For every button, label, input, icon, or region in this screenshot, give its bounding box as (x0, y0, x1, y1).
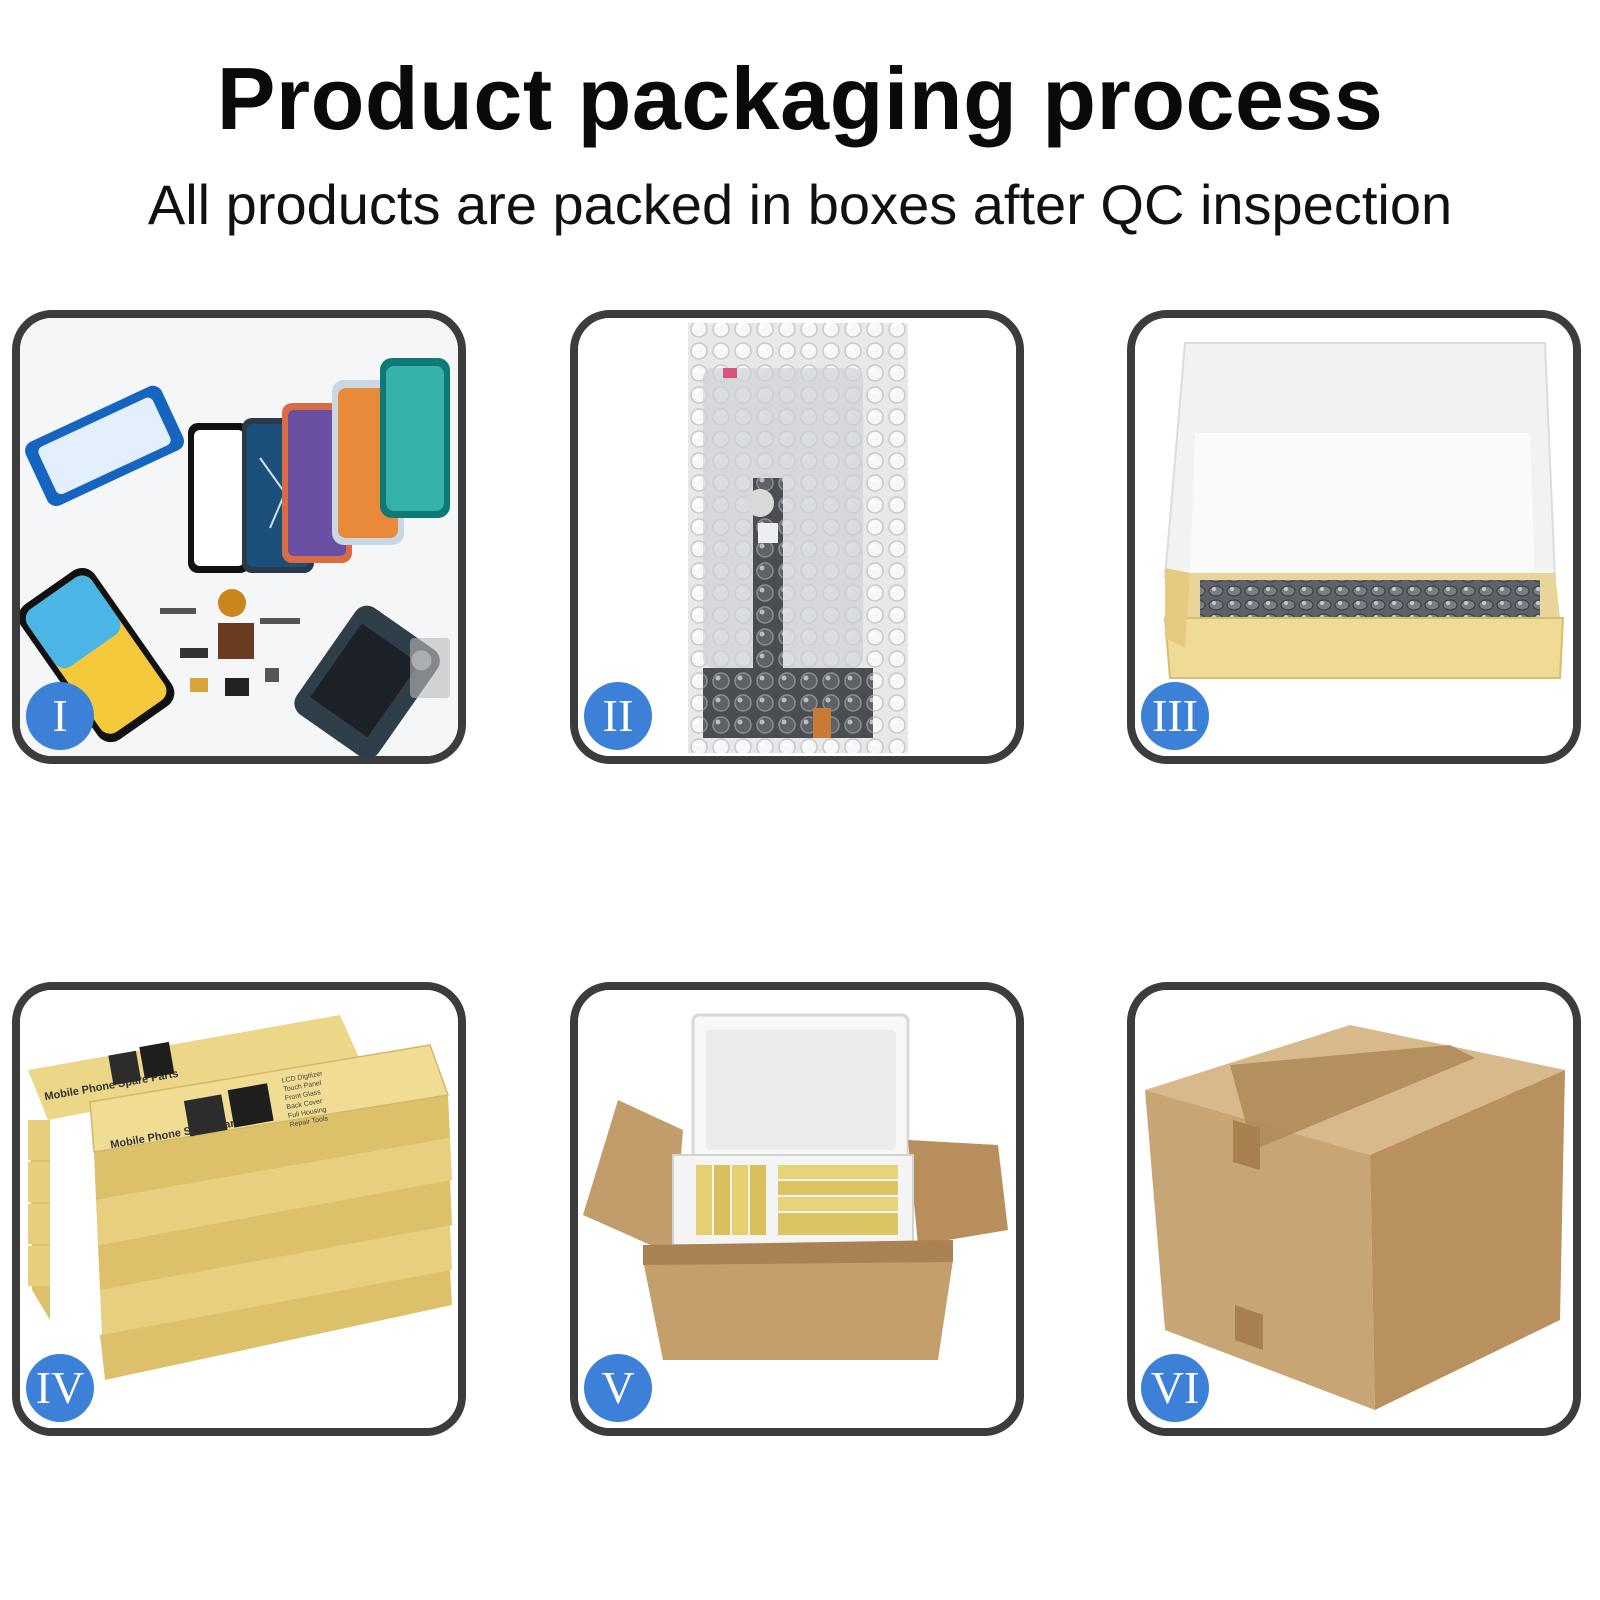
page-subtitle: All products are packed in boxes after Q… (147, 173, 1453, 236)
phone-spare-parts-image (20, 318, 458, 756)
step-badge-6: VI (1141, 1354, 1209, 1422)
step-badge-4: IV (26, 1354, 94, 1422)
step-card-5: V (570, 982, 1024, 1436)
page-title: Product packaging process (216, 49, 1384, 148)
open-kraft-box-image (1135, 318, 1573, 756)
step-card-1: I (12, 310, 466, 764)
foam-box-in-carton-image (578, 990, 1016, 1428)
step-badge-1: I (26, 682, 94, 750)
step-badge-2: II (584, 682, 652, 750)
step-card-2: II (570, 310, 1024, 764)
stacked-retail-boxes-image: Mobile Phone Spare Parts Mobile Phone Sp… (20, 990, 458, 1428)
sealed-cardboard-box-image (1135, 990, 1573, 1428)
bubble-wrapped-screen-image (578, 318, 1016, 756)
step-badge-3: III (1141, 682, 1209, 750)
step-badge-5: V (584, 1354, 652, 1422)
step-card-6: VI (1127, 982, 1581, 1436)
step-card-3: III (1127, 310, 1581, 764)
step-card-4: Mobile Phone Spare Parts Mobile Phone Sp… (12, 982, 466, 1436)
